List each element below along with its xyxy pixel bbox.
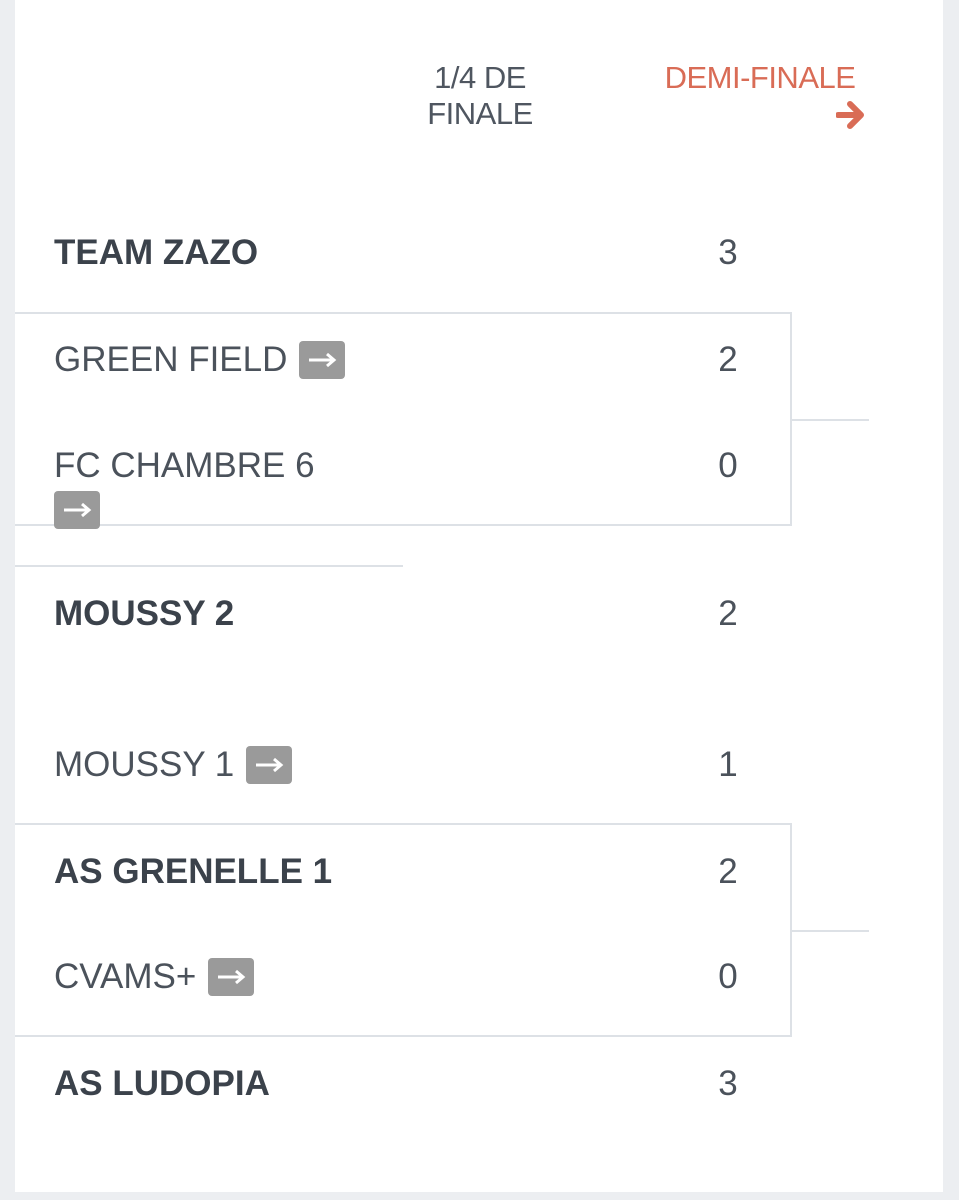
team-name-as-grenelle-1: AS GRENELLE 1 xyxy=(54,852,333,891)
bracket-panel xyxy=(15,0,943,1192)
team-score: 2 xyxy=(718,594,738,633)
arrow-right-icon xyxy=(309,352,337,368)
team-name-moussy-2: MOUSSY 2 xyxy=(54,594,235,633)
team-link-button[interactable] xyxy=(208,958,255,996)
match-box-grenelle-vs-cvams xyxy=(15,823,792,1037)
team-score: 3 xyxy=(718,1064,738,1103)
round-label-line1: 1/4 DE xyxy=(434,60,526,95)
team-link-button[interactable] xyxy=(246,746,293,784)
round-label-quarter-final[interactable]: 1/4 DE FINALE xyxy=(400,60,560,132)
arrow-right-icon[interactable] xyxy=(836,98,866,132)
round-next-label: DEMI-FINALE xyxy=(664,60,856,95)
team-link-button[interactable] xyxy=(54,491,100,529)
team-score: 2 xyxy=(718,340,738,379)
team-name-green-field: GREEN FIELD xyxy=(54,340,288,379)
team-name-team-zazo: TEAM ZAZO xyxy=(54,233,259,272)
arrow-right-icon xyxy=(218,969,246,985)
team-row-cvams: CVAMS+ xyxy=(54,957,255,997)
arrow-right-icon xyxy=(256,757,284,773)
team-score: 0 xyxy=(718,957,738,996)
team-row-green-field: GREEN FIELD xyxy=(54,340,346,380)
team-name-cvams: CVAMS+ xyxy=(54,957,197,996)
team-score: 0 xyxy=(718,446,738,485)
round-label-line2: FINALE xyxy=(427,96,533,131)
connector-line xyxy=(792,930,869,932)
team-score: 3 xyxy=(718,233,738,272)
match-box-green-field-vs-fc-chambre xyxy=(15,312,792,526)
team-link-button[interactable] xyxy=(299,341,346,379)
team-row-moussy-1: MOUSSY 1 xyxy=(54,745,293,785)
team-name-moussy-1: MOUSSY 1 xyxy=(54,745,235,784)
team-name-fc-chambre-6: FC CHAMBRE 6 xyxy=(54,446,315,485)
round-label-semi-final[interactable]: DEMI-FINALE xyxy=(640,60,880,96)
team-score: 1 xyxy=(718,745,738,784)
arrow-right-icon xyxy=(64,502,92,518)
connector-line xyxy=(792,419,869,421)
match-divider xyxy=(15,565,403,567)
team-score: 2 xyxy=(718,852,738,891)
team-name-as-ludopia: AS LUDOPIA xyxy=(54,1064,270,1103)
